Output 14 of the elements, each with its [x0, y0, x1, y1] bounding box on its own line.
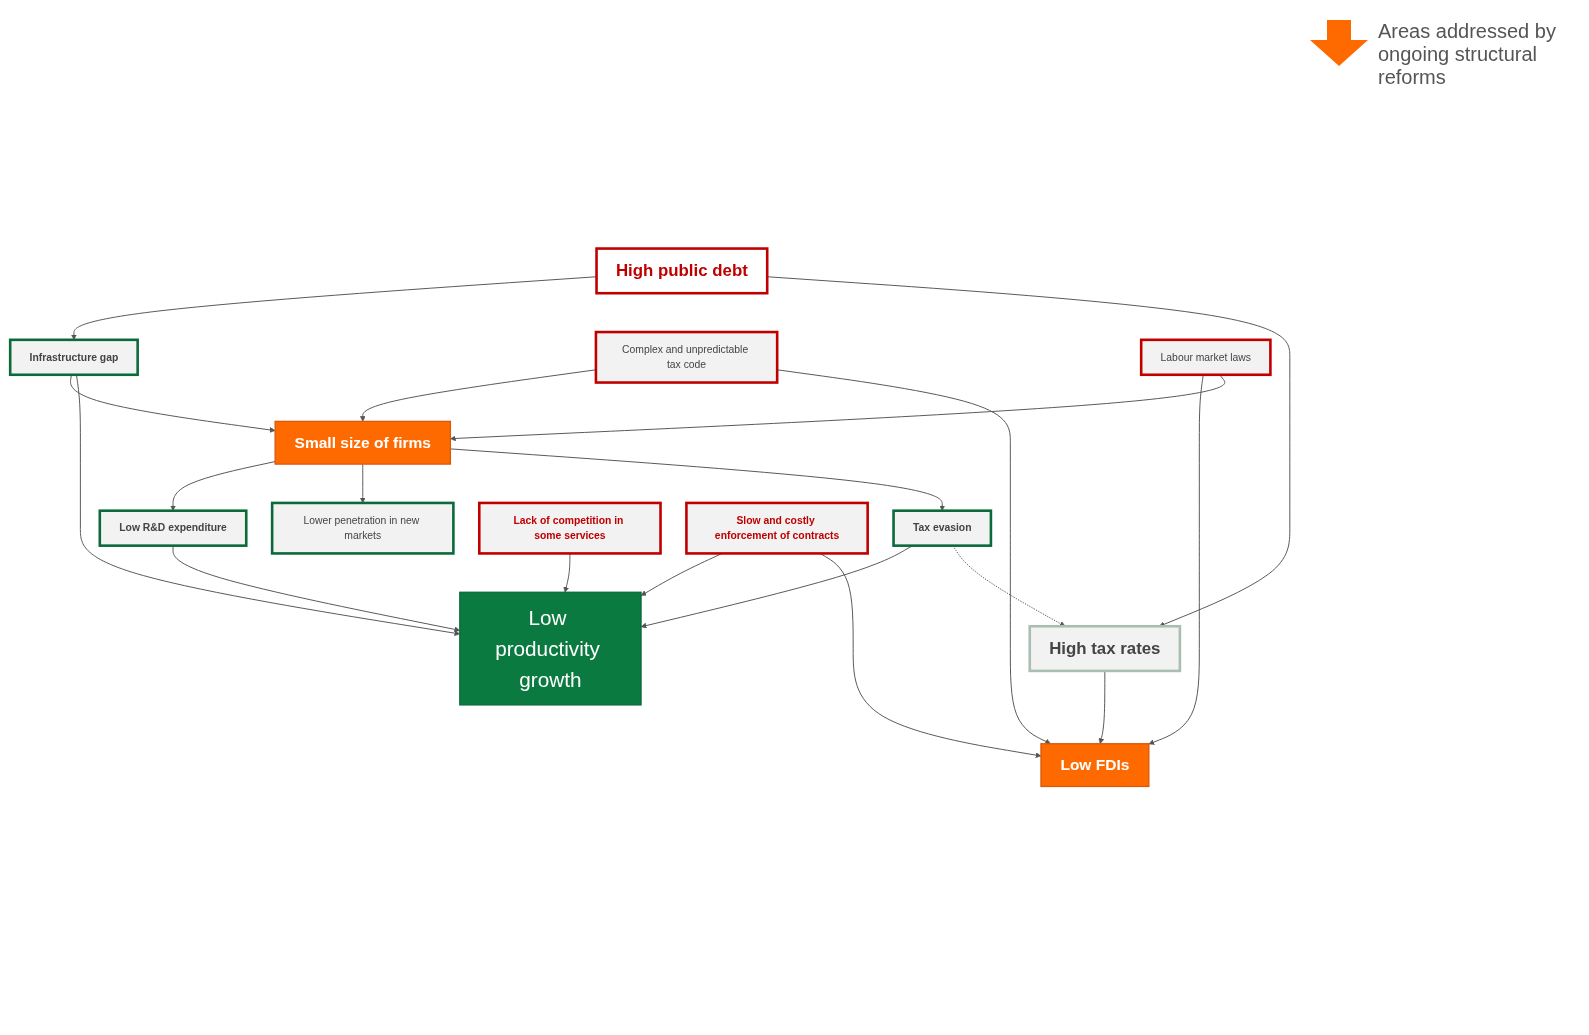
node-box: Low productivity growth	[459, 591, 642, 706]
node-box: Lack of competition in some services	[478, 501, 662, 555]
node-box: Infrastructure gap	[8, 338, 139, 377]
node-box: Low R&D expenditure	[98, 509, 248, 547]
node-box: Lower penetration in new markets	[270, 501, 455, 555]
node-box: High public debt	[595, 247, 769, 295]
node-box: Complex and unpredictable tax code	[594, 330, 779, 384]
node-box: Slow and costly enforcement of contracts	[685, 501, 869, 555]
legend-text: Areas addressed by ongoing structural reforms	[1378, 20, 1557, 89]
node-box: Tax evasion	[892, 509, 993, 547]
node-box: Labour market laws	[1139, 338, 1272, 377]
node-box: High tax rates	[1028, 624, 1182, 673]
node-box: Low FDIs	[1040, 743, 1150, 788]
node-box: Small size of firms	[274, 420, 452, 465]
